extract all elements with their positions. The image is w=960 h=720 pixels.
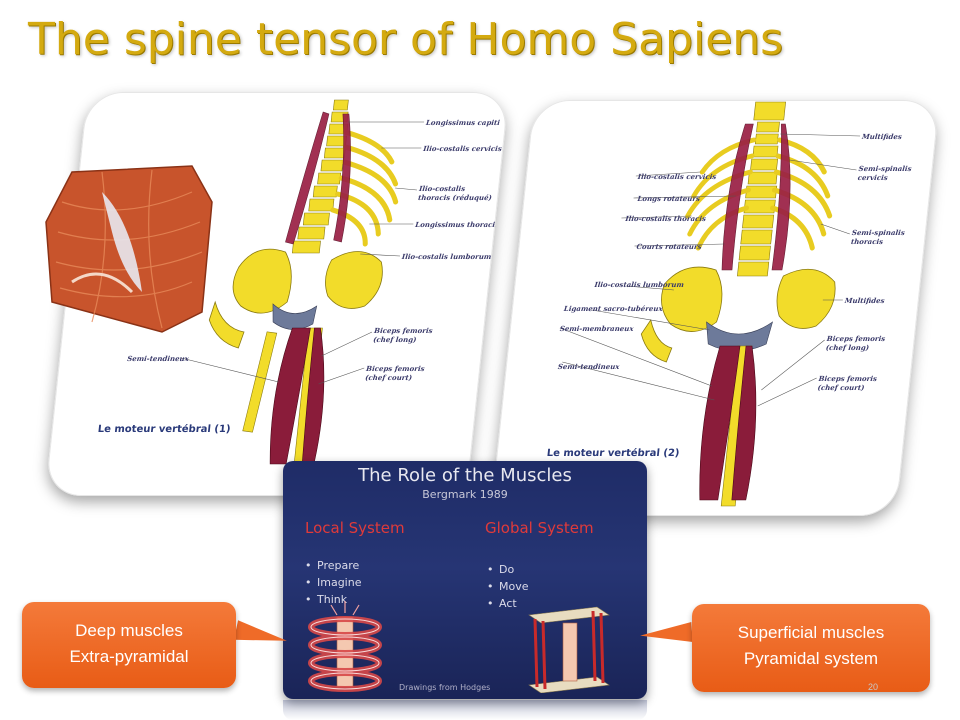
label-r-semi-spinalis-cervicis: Semi-spinalis cervicis xyxy=(857,164,912,182)
muscle-closeup-image xyxy=(42,162,218,338)
list-item: Move xyxy=(487,578,529,595)
callout-deep-muscles: Deep muscles Extra-pyramidal xyxy=(22,602,236,688)
label-r-multifides-2: Multifides xyxy=(844,296,886,305)
label-longissimus-thoracis: Longissimus thoracis xyxy=(414,220,500,229)
spine-illustration-2 xyxy=(559,101,861,507)
label-r-ilio-costalis-lumborum: Ilio-costalis lumborum xyxy=(593,280,685,289)
panel-subtitle: Bergmark 1989 xyxy=(422,488,508,501)
callout-right-pointer xyxy=(639,622,693,646)
label-r-biceps-femoris-long: Biceps femoris (chef long) xyxy=(825,334,886,352)
label-ilio-costalis-cervicis: Ilio-costalis cervicis xyxy=(422,144,503,153)
label-ilio-costalis-lumborum: Ilio-costalis lumborum xyxy=(401,252,492,261)
callout-left-line2: Extra-pyramidal xyxy=(69,647,189,666)
global-system-list: Do Move Act xyxy=(487,561,529,612)
spine-illustration-1 xyxy=(181,99,425,469)
label-ilio-costalis-thoracis: Ilio-costalis thoracis (réduqué) xyxy=(417,184,493,202)
label-r-courts-rotateurs: Courts rotateurs xyxy=(635,242,703,251)
local-system-drawing xyxy=(308,601,382,692)
label-r-semi-membraneux: Semi-membraneux xyxy=(559,324,634,333)
muscle-tissue-illustration xyxy=(45,165,213,333)
label-r-ligament-sacro-tubereux: Ligament sacro-tubéreux xyxy=(563,304,664,313)
figure-left-caption: Le moteur vertébral (1) xyxy=(97,424,232,435)
label-semi-tendineux: Semi-tendineux xyxy=(126,354,190,363)
global-system-drawing xyxy=(528,606,610,693)
panel-reflection xyxy=(283,700,647,720)
role-of-muscles-panel: The Role of the Muscles Bergmark 1989 Lo… xyxy=(283,461,647,699)
callout-right-line2: Pyramidal system xyxy=(743,649,879,668)
callout-right-line1: Superficial muscles xyxy=(737,623,885,642)
figure-spine-motor-2: Ilio-costalis cervicis Longs rotateurs I… xyxy=(490,100,940,516)
list-item: Act xyxy=(487,595,529,612)
callout-superficial-muscles: Superficial muscles Pyramidal system xyxy=(692,604,930,692)
label-r-semi-tendineux: Semi-tendineux xyxy=(557,362,620,371)
local-system-list: Prepare Imagine Think xyxy=(305,557,361,608)
label-biceps-femoris-long: Biceps femoris (chef long) xyxy=(372,326,434,344)
label-r-longs-rotateurs: Longs rotateurs xyxy=(637,194,701,203)
local-system-heading: Local System xyxy=(305,519,405,537)
slide-title: The spine tensor of Homo Sapiens xyxy=(28,14,784,65)
global-system-heading: Global System xyxy=(485,519,594,537)
label-longissimus-capitis: Longissimus capiti xyxy=(425,118,501,127)
label-r-ilio-costalis-thoracis: Ilio-costalis thoracis xyxy=(624,214,707,223)
label-r-biceps-femoris-short: Biceps femoris (chef court) xyxy=(817,374,878,392)
list-item: Prepare xyxy=(305,557,361,574)
label-r-multifides-1: Multifides xyxy=(861,132,903,141)
list-item: Think xyxy=(305,591,361,608)
list-item: Imagine xyxy=(305,574,361,591)
page-number: 20 xyxy=(868,682,879,692)
label-r-ilio-costalis-cervicis: Ilio-costalis cervicis xyxy=(637,172,717,181)
panel-title: The Role of the Muscles xyxy=(358,465,572,486)
label-biceps-femoris-short: Biceps femoris (chef court) xyxy=(364,364,426,382)
figure-right-caption: Le moteur vertébral (2) xyxy=(546,448,680,459)
figure-spine-motor-1: Longissimus capiti Ilio-costalis cervici… xyxy=(44,92,510,496)
callout-left-line1: Deep muscles xyxy=(75,621,183,640)
panel-credit: Drawings from Hodges xyxy=(399,683,491,692)
list-item: Do xyxy=(487,561,529,578)
label-r-semi-spinalis-thoracis: Semi-spinalis thoracis xyxy=(850,228,906,246)
callout-left-pointer xyxy=(233,620,289,651)
